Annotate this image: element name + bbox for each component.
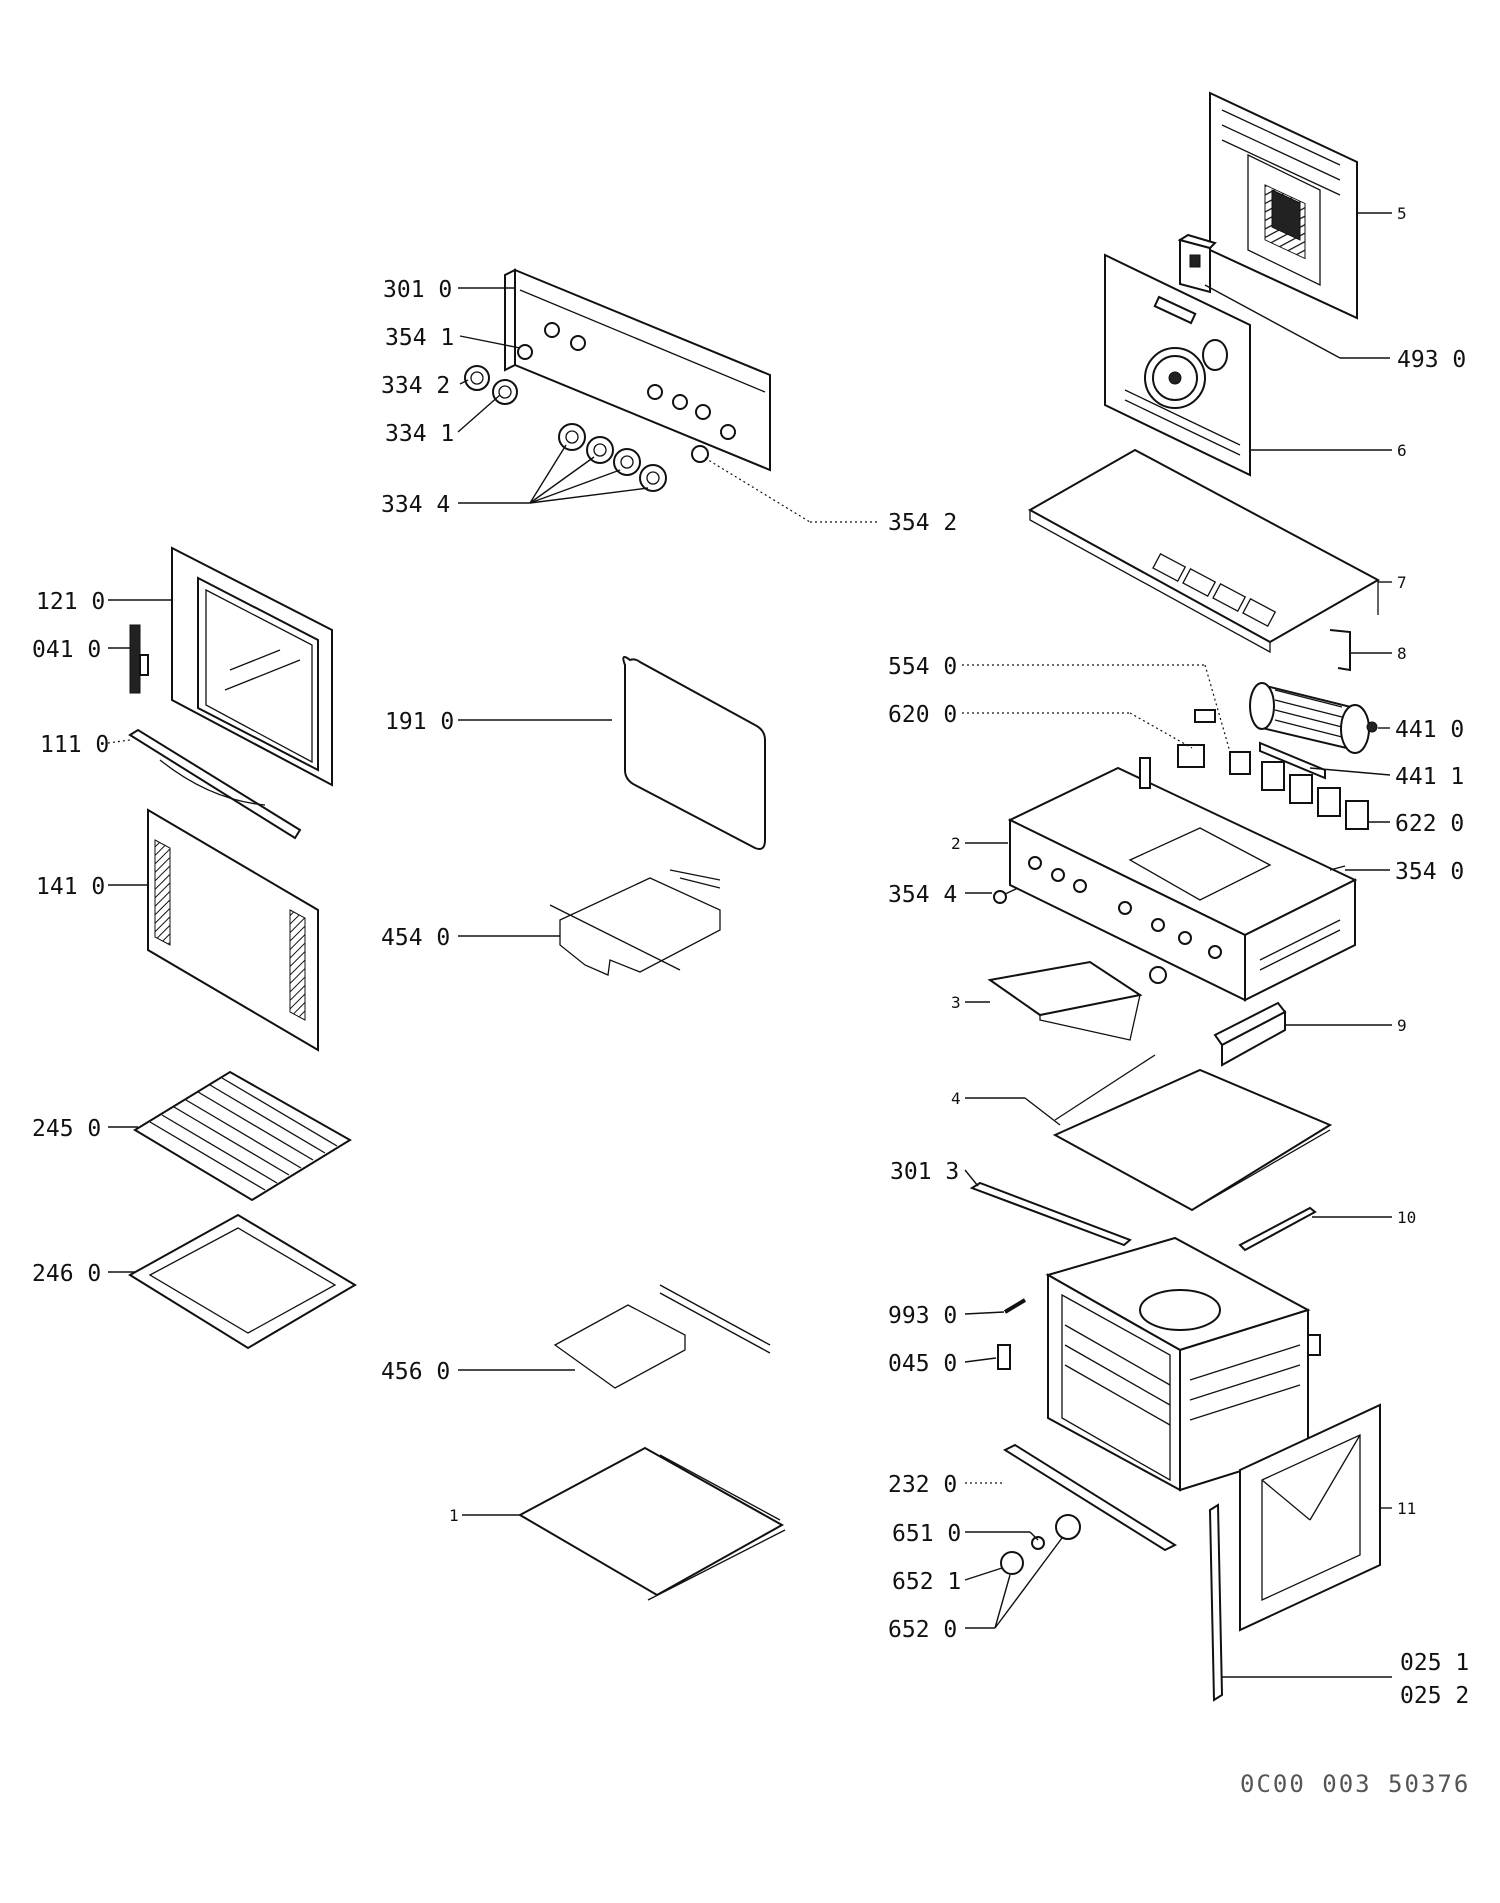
screws-drawing — [993, 865, 1346, 984]
label-301-0: 301 0 — [383, 277, 452, 303]
bottom-heater-drawing — [553, 1284, 771, 1389]
knob-651-652-drawing — [1000, 1514, 1081, 1575]
label-232-0: 232 0 — [888, 1472, 957, 1498]
label-354-2: 354 2 — [888, 510, 957, 536]
top-panel-4-drawing — [1052, 1054, 1333, 1212]
label-454-0: 454 0 — [381, 925, 450, 951]
label-7: 7 — [1397, 573, 1407, 592]
wire-rack-drawing — [133, 1070, 352, 1202]
label-441-1: 441 1 — [1395, 764, 1464, 790]
side-panel-11-drawing — [1239, 1403, 1381, 1632]
document-number: 0C00 003 50376 — [1240, 1770, 1470, 1798]
label-025-1: 025 1 — [1400, 1650, 1469, 1676]
label-620-0: 620 0 — [888, 702, 957, 728]
label-301-3: 301 3 — [890, 1159, 959, 1185]
bracket-3-drawing — [987, 960, 1143, 1041]
label-554-0: 554 0 — [888, 654, 957, 680]
fan-motor-drawing — [1249, 682, 1378, 754]
label-334-2: 334 2 — [381, 373, 450, 399]
top-plate-drawing — [1027, 448, 1381, 654]
label-10: 10 — [1397, 1208, 1416, 1227]
top-heater-drawing — [549, 869, 721, 976]
rod-10-drawing — [1238, 1206, 1317, 1252]
label-045-0: 045 0 — [888, 1351, 957, 1377]
control-housing-drawing — [1007, 757, 1358, 1002]
label-191-0: 191 0 — [385, 709, 454, 735]
label-4: 4 — [951, 1089, 961, 1108]
part-labels: 301 0 354 1 334 2 334 1 334 4 354 2 121 … — [32, 204, 1470, 1798]
label-5: 5 — [1397, 204, 1407, 223]
strip-025-drawing — [1208, 1503, 1224, 1702]
label-9: 9 — [1397, 1016, 1407, 1035]
leader-lines — [107, 212, 1392, 1678]
label-354-0: 354 0 — [1395, 859, 1464, 885]
screw-993-drawing — [1003, 1298, 1027, 1314]
label-8: 8 — [1397, 644, 1407, 663]
relays-drawing — [1177, 709, 1369, 830]
label-121-0: 121 0 — [36, 589, 105, 615]
hinge-045-drawing — [997, 1344, 1011, 1370]
handle-drawing — [128, 728, 302, 840]
label-334-4: 334 4 — [381, 492, 450, 518]
label-651-0: 651 0 — [892, 1521, 961, 1547]
bracket-8-drawing — [1329, 629, 1351, 672]
hinge-041-drawing — [129, 624, 149, 694]
oven-cavity-drawing — [1045, 1236, 1321, 1492]
bottom-panel-drawing — [517, 1446, 786, 1601]
label-354-4: 354 4 — [888, 882, 957, 908]
strip-9-drawing — [1213, 1001, 1287, 1067]
label-441-0: 441 0 — [1395, 717, 1464, 743]
outer-glass-drawing — [147, 808, 319, 1052]
label-334-1: 334 1 — [385, 421, 454, 447]
baking-tray-drawing — [128, 1213, 357, 1350]
door-frame-drawing — [171, 546, 333, 787]
label-354-1: 354 1 — [385, 325, 454, 351]
label-6: 6 — [1397, 441, 1407, 460]
door-seal-drawing — [622, 655, 766, 850]
label-141-0: 141 0 — [36, 874, 105, 900]
label-3: 3 — [951, 993, 961, 1012]
label-1: 1 — [449, 1506, 459, 1525]
rail-301-3-drawing — [969, 1181, 1132, 1247]
label-11: 11 — [1397, 1499, 1416, 1518]
label-493-0: 493 0 — [1397, 347, 1466, 373]
label-245-0: 245 0 — [32, 1116, 101, 1142]
rail-232-drawing — [1002, 1443, 1178, 1552]
label-025-2: 025 2 — [1400, 1683, 1469, 1709]
rear-panel-drawing — [1209, 91, 1358, 320]
label-111-0: 111 0 — [40, 732, 109, 758]
component-493-drawing — [1177, 233, 1217, 294]
label-652-1: 652 1 — [892, 1569, 961, 1595]
control-panel-drawing — [504, 268, 771, 472]
label-652-0: 652 0 — [888, 1617, 957, 1643]
fan-cover-drawing — [1104, 253, 1251, 477]
label-2: 2 — [951, 834, 961, 853]
label-041-0: 041 0 — [32, 637, 101, 663]
terminal-strip-drawing — [1259, 741, 1326, 780]
label-993-0: 993 0 — [888, 1303, 957, 1329]
label-456-0: 456 0 — [381, 1359, 450, 1385]
knobs-drawing — [464, 344, 709, 492]
label-622-0: 622 0 — [1395, 811, 1464, 837]
label-246-0: 246 0 — [32, 1261, 101, 1287]
